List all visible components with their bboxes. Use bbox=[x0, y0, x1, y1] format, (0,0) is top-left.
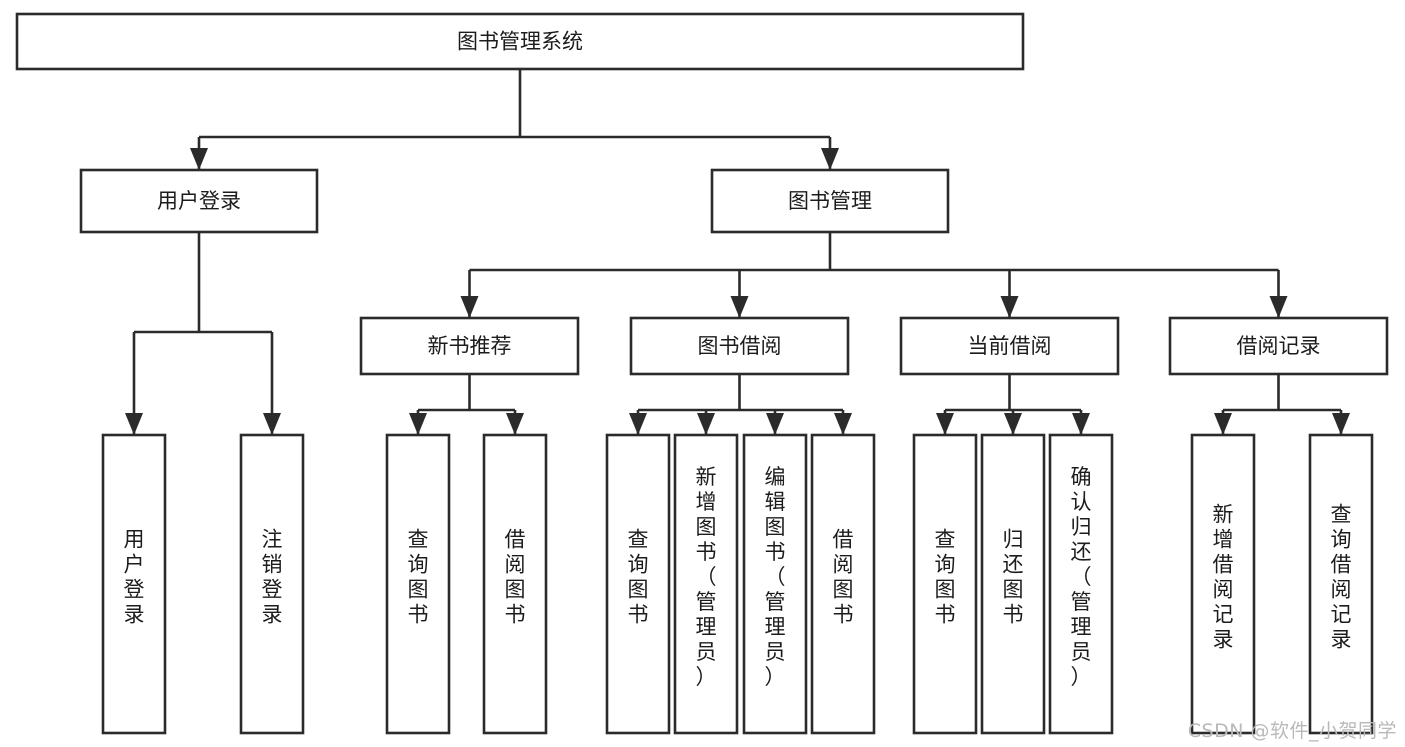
leaf-add-book-admin[interactable]: 新增图书（管理员） bbox=[673, 433, 739, 735]
leaf-borrow-book-box[interactable] bbox=[810, 433, 876, 735]
leaf-return-book[interactable]: 归还图书 bbox=[980, 433, 1046, 735]
leaf-edit-book-admin[interactable]: 编辑图书（管理员） bbox=[742, 433, 808, 735]
node-book-management[interactable]: 图书管理 bbox=[710, 168, 950, 234]
edge-borrow-record-arrow-1 bbox=[1332, 413, 1350, 435]
leaf-borrow-book[interactable]: 借阅图书 bbox=[810, 433, 876, 735]
leaf-query-borrow-record-box[interactable] bbox=[1308, 433, 1374, 735]
leaf-logout-login[interactable]: 注销登录 bbox=[239, 433, 305, 735]
node-root-system-label: 图书管理系统 bbox=[457, 30, 583, 54]
edge-new-book-rec-arrow-0 bbox=[409, 413, 427, 435]
node-user-login[interactable]: 用户登录 bbox=[79, 168, 319, 234]
node-new-book-recommend[interactable]: 新书推荐 bbox=[359, 316, 580, 376]
leaf-add-borrow-record[interactable]: 新增借阅记录 bbox=[1190, 433, 1256, 735]
node-new-book-recommend-box[interactable] bbox=[359, 316, 580, 376]
leaf-query-book-borrow[interactable]: 查询图书 bbox=[605, 433, 671, 735]
edge-root-arrow-0 bbox=[190, 148, 208, 170]
leaf-query-borrow-record[interactable]: 查询借阅记录 bbox=[1308, 433, 1374, 735]
leaf-confirm-return-admin[interactable]: 确认归还（管理员） bbox=[1048, 433, 1114, 735]
node-book-borrow[interactable]: 图书借阅 bbox=[629, 316, 850, 376]
edge-current-borrow-arrow-1 bbox=[1004, 413, 1022, 435]
leaf-query-borrow-record-label: 查询借阅记录 bbox=[1331, 503, 1352, 652]
edge-current-borrow-arrow-0 bbox=[936, 413, 954, 435]
node-book-borrow-label: 图书借阅 bbox=[698, 334, 782, 358]
leaf-query-book-current[interactable]: 查询图书 bbox=[912, 433, 978, 735]
node-current-borrow-box[interactable] bbox=[899, 316, 1120, 376]
node-book-management-box[interactable] bbox=[710, 168, 950, 234]
leaf-borrow-book-label: 借阅图书 bbox=[833, 528, 854, 627]
leaf-query-book-current-box[interactable] bbox=[912, 433, 978, 735]
leaf-add-borrow-record-label: 新增借阅记录 bbox=[1213, 503, 1234, 652]
edge-book-borrow-arrow-2 bbox=[766, 413, 784, 435]
leaf-query-book-rec-label: 查询图书 bbox=[408, 528, 429, 627]
leaf-user-login[interactable]: 用户登录 bbox=[101, 433, 167, 735]
edge-layer bbox=[125, 69, 1350, 435]
node-root-system-box[interactable] bbox=[15, 12, 1025, 71]
node-borrow-record-label: 借阅记录 bbox=[1237, 334, 1321, 358]
edge-book-borrow-arrow-3 bbox=[834, 413, 852, 435]
edge-borrow-record-arrow-0 bbox=[1214, 413, 1232, 435]
leaf-borrow-book-rec-box[interactable] bbox=[482, 433, 548, 735]
edge-book-manage-arrow-2 bbox=[1000, 296, 1019, 318]
edge-new-book-rec-arrow-1 bbox=[506, 413, 524, 435]
leaf-confirm-return-admin-label: 确认归还（管理员） bbox=[1071, 465, 1092, 689]
leaf-query-book-rec-box[interactable] bbox=[385, 433, 451, 735]
leaf-confirm-return-admin-box[interactable] bbox=[1048, 433, 1114, 735]
edge-book-borrow-arrow-1 bbox=[697, 413, 715, 435]
leaf-return-book-label: 归还图书 bbox=[1003, 528, 1024, 627]
node-book-borrow-box[interactable] bbox=[629, 316, 850, 376]
edge-book-manage-arrow-1 bbox=[730, 296, 749, 318]
edge-book-manage-arrow-3 bbox=[1269, 296, 1288, 318]
leaf-return-book-box[interactable] bbox=[980, 433, 1046, 735]
node-layer: 图书管理系统用户登录图书管理新书推荐图书借阅当前借阅借阅记录用户登录注销登录查询… bbox=[15, 12, 1389, 735]
edge-root-arrow-1 bbox=[821, 148, 839, 170]
edge-current-borrow-arrow-2 bbox=[1072, 413, 1090, 435]
node-current-borrow[interactable]: 当前借阅 bbox=[899, 316, 1120, 376]
leaf-query-book-current-label: 查询图书 bbox=[935, 528, 956, 627]
watermark-text: CSDN @软件_小贺同学 bbox=[1187, 720, 1397, 742]
node-root-system[interactable]: 图书管理系统 bbox=[15, 12, 1025, 71]
leaf-user-login-label: 用户登录 bbox=[124, 528, 145, 627]
node-user-login-box[interactable] bbox=[79, 168, 319, 234]
edge-user-login-arrow-1 bbox=[263, 413, 281, 435]
leaf-add-borrow-record-box[interactable] bbox=[1190, 433, 1256, 735]
leaf-query-book-borrow-label: 查询图书 bbox=[628, 528, 649, 627]
edge-book-borrow-arrow-0 bbox=[629, 413, 647, 435]
leaf-query-book-borrow-box[interactable] bbox=[605, 433, 671, 735]
leaf-borrow-book-rec[interactable]: 借阅图书 bbox=[482, 433, 548, 735]
leaf-user-login-box[interactable] bbox=[101, 433, 167, 735]
leaf-borrow-book-rec-label: 借阅图书 bbox=[505, 528, 526, 627]
leaf-query-book-rec[interactable]: 查询图书 bbox=[385, 433, 451, 735]
node-book-management-label: 图书管理 bbox=[788, 189, 872, 213]
edge-user-login-arrow-0 bbox=[125, 413, 143, 435]
leaf-add-book-admin-label: 新增图书（管理员） bbox=[696, 465, 717, 689]
leaf-logout-login-box[interactable] bbox=[239, 433, 305, 735]
leaf-edit-book-admin-label: 编辑图书（管理员） bbox=[765, 465, 786, 689]
node-new-book-recommend-label: 新书推荐 bbox=[428, 334, 512, 358]
leaf-add-book-admin-box[interactable] bbox=[673, 433, 739, 735]
leaf-logout-login-label: 注销登录 bbox=[262, 528, 283, 627]
node-current-borrow-label: 当前借阅 bbox=[968, 334, 1052, 358]
leaf-edit-book-admin-box[interactable] bbox=[742, 433, 808, 735]
edge-book-manage-arrow-0 bbox=[460, 296, 479, 318]
node-borrow-record[interactable]: 借阅记录 bbox=[1168, 316, 1389, 376]
node-user-login-label: 用户登录 bbox=[157, 189, 241, 213]
node-borrow-record-box[interactable] bbox=[1168, 316, 1389, 376]
